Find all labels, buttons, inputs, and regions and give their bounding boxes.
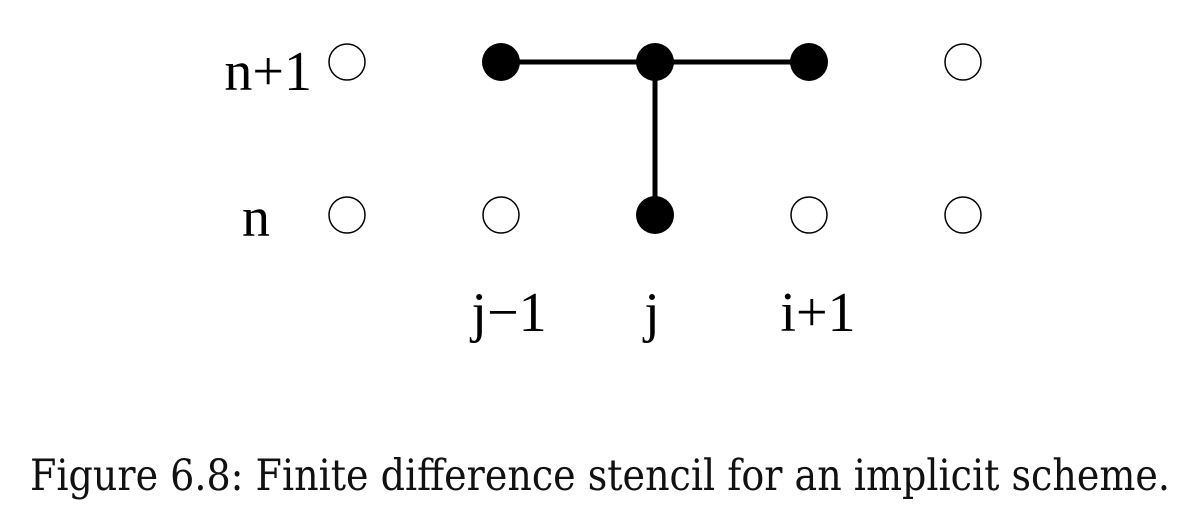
figure-caption: Figure 6.8: Finite difference stencil fo… — [30, 451, 1170, 501]
open-node-n-j-minus-1 — [482, 196, 520, 234]
space-label-j-minus-1: j−1 — [469, 282, 546, 344]
space-label-j: j — [642, 282, 660, 344]
open-node-n-plus-1-col-5 — [944, 43, 982, 81]
open-node-n-plus-1-col-1 — [328, 43, 366, 81]
filled-node-n-plus-1-j — [636, 43, 674, 81]
open-node-n-col-1 — [328, 196, 366, 234]
filled-node-n-j — [636, 196, 674, 234]
space-label-i-plus-1: i+1 — [780, 282, 855, 344]
open-node-n-col-5 — [944, 196, 982, 234]
filled-node-n-plus-1-j-plus-1 — [790, 43, 828, 81]
filled-node-n-plus-1-j-minus-1 — [482, 43, 520, 81]
time-level-label-n: n — [242, 187, 270, 249]
open-node-n-j-plus-1 — [790, 196, 828, 234]
time-level-label-n-plus-1: n+1 — [224, 41, 312, 103]
